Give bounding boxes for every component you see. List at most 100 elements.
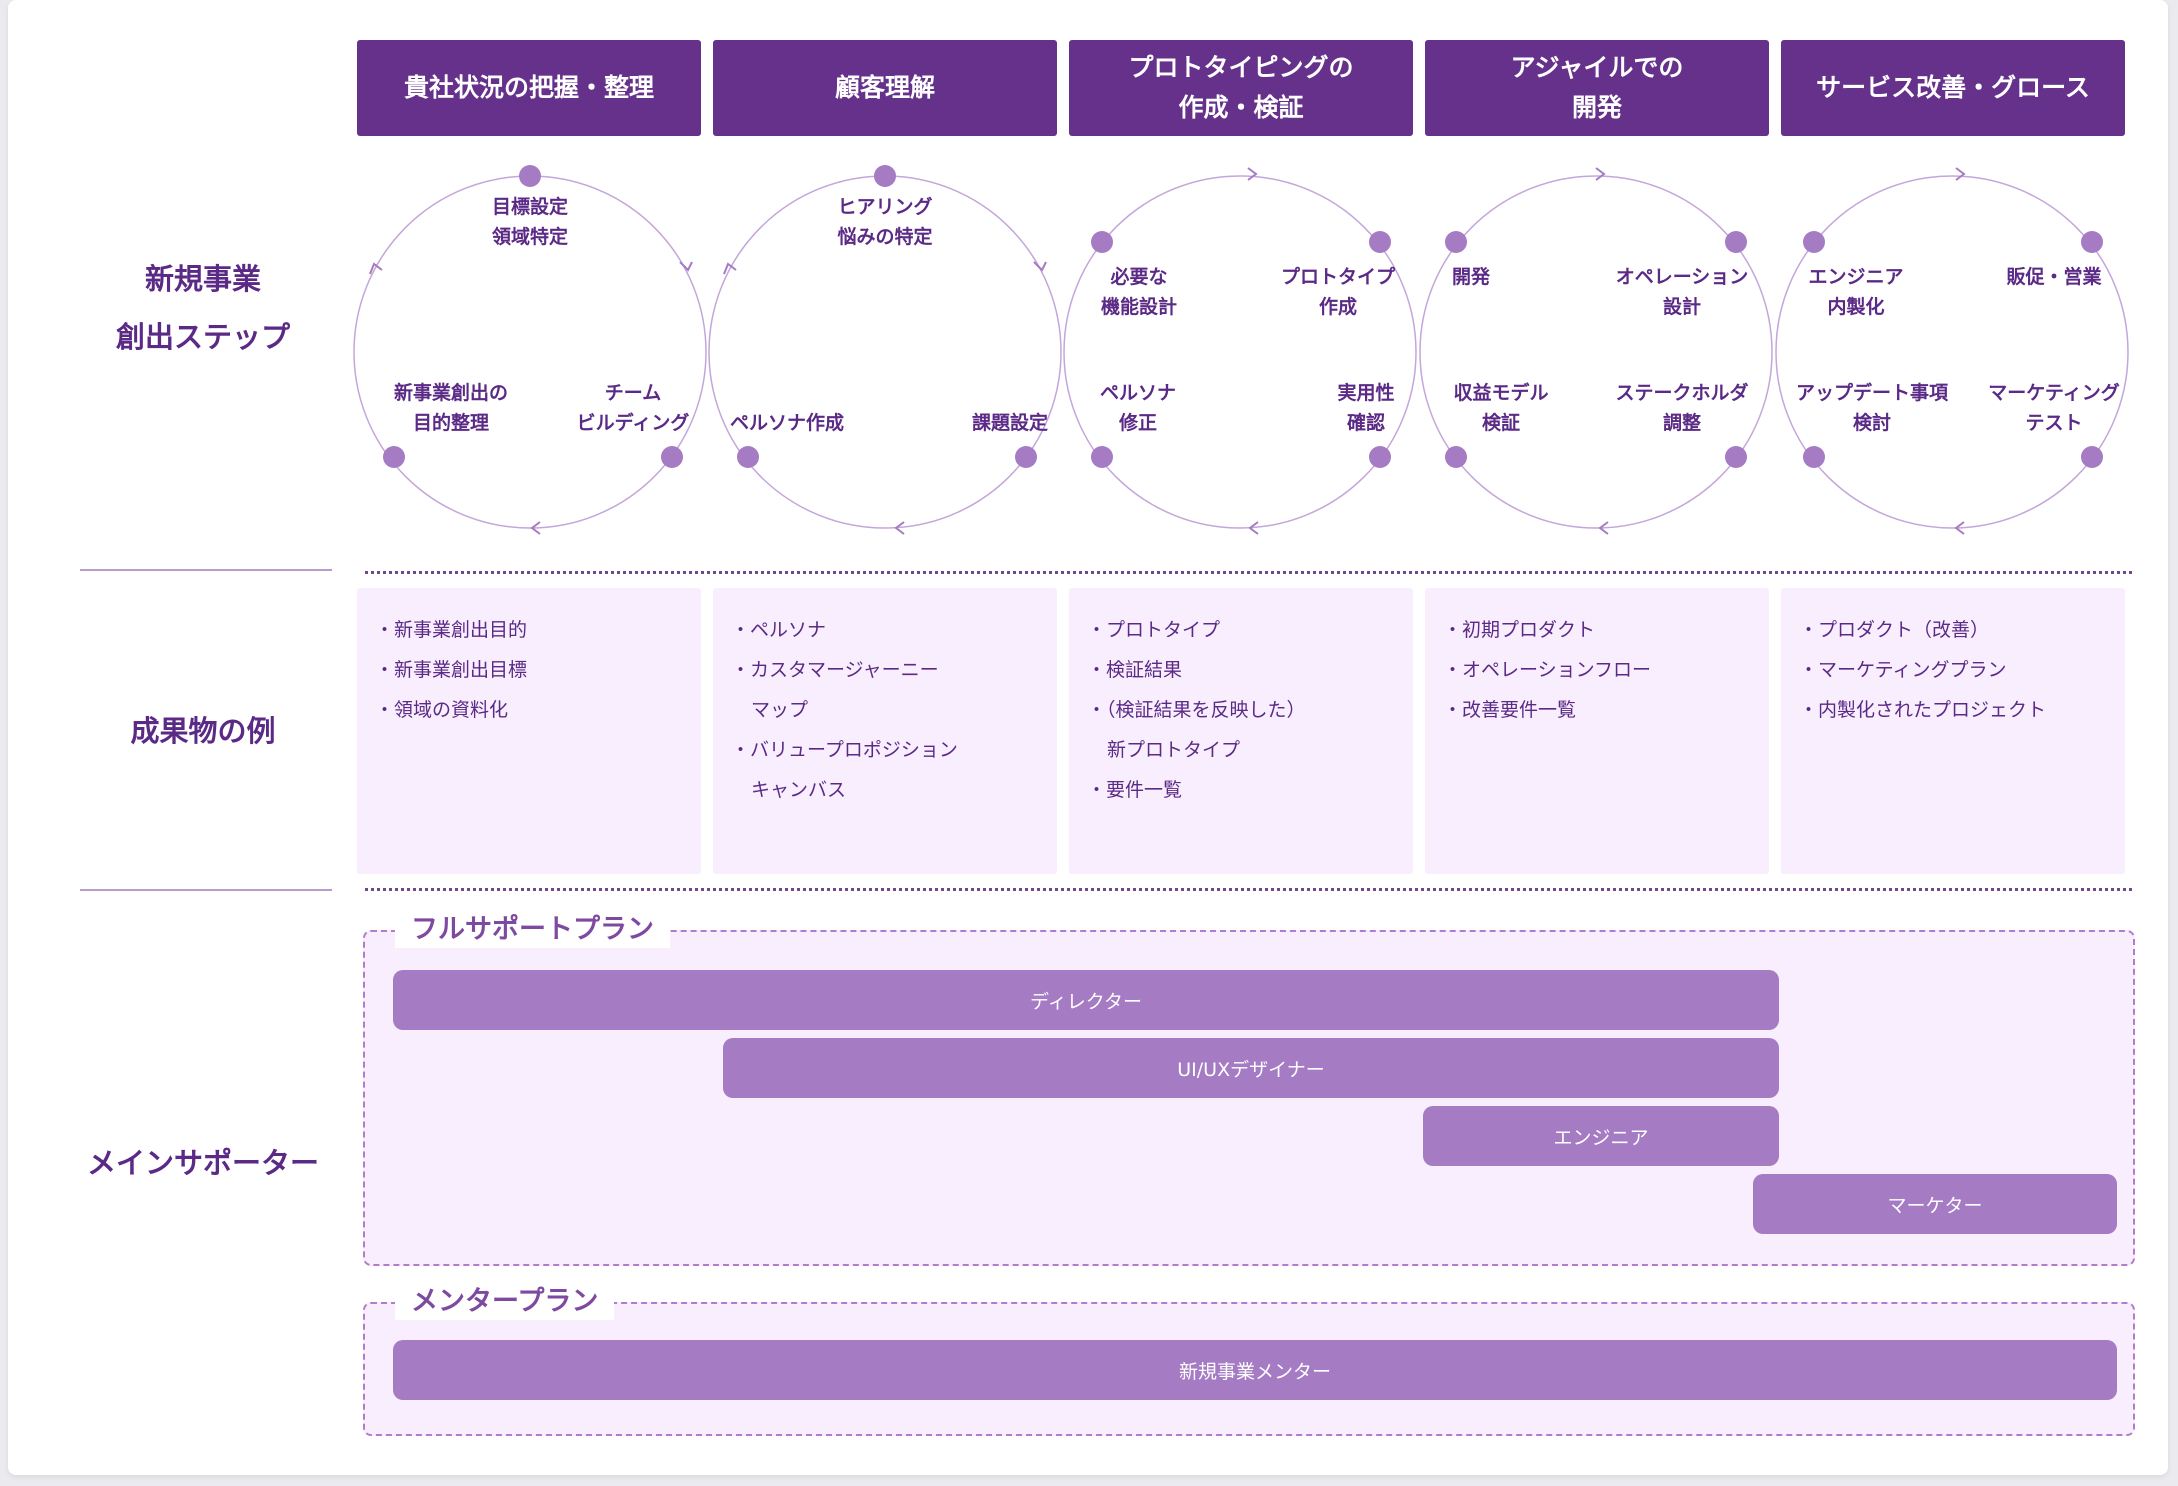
cycle-arrow-icon [1598, 521, 1609, 535]
deliverable-item: ・検証結果 [1087, 659, 1183, 681]
cycle-arrow-icon [1955, 167, 1966, 181]
phase-header-3: プロトタイピングの 作成・検証 [1069, 40, 1413, 136]
cycle-node [1369, 231, 1391, 253]
deliverables-panel-1: ・新事業創出目的・新事業創出目標・領域の資料化 [357, 588, 701, 874]
cycle-2-top-label: ヒアリング 悩みの特定 [837, 196, 933, 248]
cycle-arrow-icon [530, 521, 541, 535]
cycle-node [737, 446, 759, 468]
cycle-2-right-label: 課題設定 [971, 412, 1048, 434]
cycle-node [1445, 446, 1467, 468]
deliverable-item: ・改善要件一覧 [1443, 699, 1577, 721]
dotted-divider [365, 571, 2132, 574]
engineer-bar: エンジニア [1423, 1106, 1779, 1166]
deliverable-item: ・領域の資料化 [375, 699, 509, 721]
deliverables-panel-2: ・ペルソナ・カスタマージャーニーマップ・バリュープロポジションキャンバス [713, 588, 1057, 874]
cycle-node [1445, 231, 1467, 253]
cycle-1 [353, 165, 707, 535]
cycle-arrow-icon [1033, 261, 1047, 272]
cycle-1-top-label: 目標設定 領域特定 [491, 196, 568, 248]
cycle-node [2081, 446, 2103, 468]
cycle-3-lower-left-label: ペルソナ 修正 [1099, 382, 1176, 434]
cycle-ring [1419, 175, 1773, 529]
cycle-node [519, 165, 541, 187]
cycle-4-upper-right-label: オペレーション 設計 [1615, 266, 1749, 318]
phase-header-2: 顧客理解 [713, 40, 1057, 136]
cycle-4-lower-left-label: 収益モデル 検証 [1453, 382, 1549, 434]
cycle-node [661, 446, 683, 468]
cycle-node [1369, 446, 1391, 468]
deliverable-item: ・内製化されたプロジェクト [1799, 699, 2047, 721]
row-separator [80, 569, 332, 571]
cycle-5-lower-right-label: マーケティング テスト [1988, 382, 2120, 434]
phase-header-5: サービス改善・グロース [1781, 40, 2125, 136]
cycle-arrow-icon [723, 262, 737, 275]
cycle-node [2081, 231, 2103, 253]
uiux-designer-bar: UI/UXデザイナー [723, 1038, 1779, 1098]
cycle-arrow-icon [1954, 521, 1965, 535]
phase-header-4: アジャイルでの 開発 [1425, 40, 1769, 136]
cycle-arrow-icon [1247, 167, 1258, 181]
deliverable-item: ・ペルソナ [731, 619, 827, 641]
deliverable-item: ・オペレーションフロー [1443, 659, 1652, 681]
cycle-node [1803, 231, 1825, 253]
marketer-bar: マーケター [1753, 1174, 2117, 1234]
cycle-5-lower-left-label: アップデート事項 検討 [1795, 382, 1948, 434]
deliverable-item: マップ [751, 699, 809, 721]
cycle-3-lower-right-label: 実用性 確認 [1337, 382, 1395, 434]
cycle-ring [1775, 175, 2129, 529]
deliverable-item: ・マーケティングプラン [1799, 659, 2007, 681]
deliverable-item: ・要件一覧 [1087, 779, 1183, 801]
cycle-node [1091, 446, 1113, 468]
cycle-4-lower-right-label: ステークホルダ 調整 [1615, 382, 1749, 434]
cycle-2 [708, 165, 1062, 535]
cycle-4 [1419, 167, 1773, 535]
deliverable-item: ・カスタマージャーニー [731, 659, 939, 681]
row-label-deliverables: 成果物の例 [130, 714, 276, 748]
cycle-2-left-label: ペルソナ作成 [730, 412, 845, 434]
deliverable-item: 新プロトタイプ [1107, 739, 1241, 761]
cycle-node [1725, 446, 1747, 468]
mentor-bar: 新規事業メンター [393, 1340, 2117, 1400]
deliverable-item: ・プロトタイプ [1087, 619, 1221, 641]
deliverable-item: ・新事業創出目標 [375, 659, 528, 681]
cycle-node [1803, 446, 1825, 468]
row-separator [80, 889, 332, 891]
diagram-card: 新規事業 創出ステップ 成果物の例 メインサポーター 貴社状況の把握・整理 顧客… [8, 0, 2168, 1475]
deliverable-item: ・新事業創出目的 [375, 619, 528, 641]
cycle-node [874, 165, 896, 187]
cycle-3-upper-left-label: 必要な 機能設計 [1100, 266, 1177, 318]
cycle-arrow-icon [1248, 521, 1259, 535]
row-label-supporters: メインサポーター [86, 1146, 319, 1180]
cycle-1-right-label: チーム ビルディング [576, 382, 690, 434]
cycle-node [383, 446, 405, 468]
cycle-3-upper-right-label: プロトタイプ 作成 [1280, 266, 1395, 318]
cycle-1-left-label: 新事業創出の 目的整理 [393, 382, 508, 434]
cycle-node [1725, 231, 1747, 253]
director-bar: ディレクター [393, 970, 1779, 1030]
row-label-steps: 新規事業 創出ステップ [115, 262, 290, 354]
deliverable-item: ・初期プロダクト [1443, 619, 1596, 641]
cycle-node [1015, 446, 1037, 468]
deliverables-panel-4: ・初期プロダクト・オペレーションフロー・改善要件一覧 [1425, 588, 1769, 874]
cycle-arrow-icon [1595, 167, 1606, 181]
deliverables-panel-3: ・プロトタイプ・検証結果・（検証結果を反映した） 新プロトタイプ・要件一覧 [1069, 588, 1413, 874]
cycle-node [1091, 231, 1113, 253]
deliverable-item: ・バリュープロポジション [731, 739, 958, 761]
step-cycles [353, 165, 2129, 535]
cycle-5-upper-right-label: 販促・営業 [2006, 266, 2102, 288]
mentor-plan-title: メンタープラン [395, 1284, 615, 1320]
mentor-plan: メンタープラン 新規事業メンター [363, 1284, 2135, 1436]
cycle-arrow-icon [369, 262, 383, 275]
cycle-arrow-icon [679, 261, 693, 272]
cycle-arrow-icon [894, 521, 905, 535]
cycle-5-upper-left-label: エンジニア 内製化 [1808, 266, 1904, 318]
phase-header-1: 貴社状況の把握・整理 [357, 40, 701, 136]
deliverables-panel-5: ・プロダクト（改善）・マーケティングプラン・内製化されたプロジェクト [1781, 588, 2125, 874]
full-support-plan: フルサポートプラン ディレクター UI/UXデザイナー エンジニア マーケター [363, 912, 2135, 1266]
cycle-5 [1775, 167, 2129, 535]
full-support-plan-title: フルサポートプラン [395, 912, 670, 948]
cycle-3 [1063, 167, 1417, 535]
deliverable-item: キャンバス [751, 779, 847, 801]
cycle-4-upper-left-label: 開発 [1452, 266, 1491, 288]
deliverable-item: ・（検証結果を反映した） [1087, 699, 1306, 721]
